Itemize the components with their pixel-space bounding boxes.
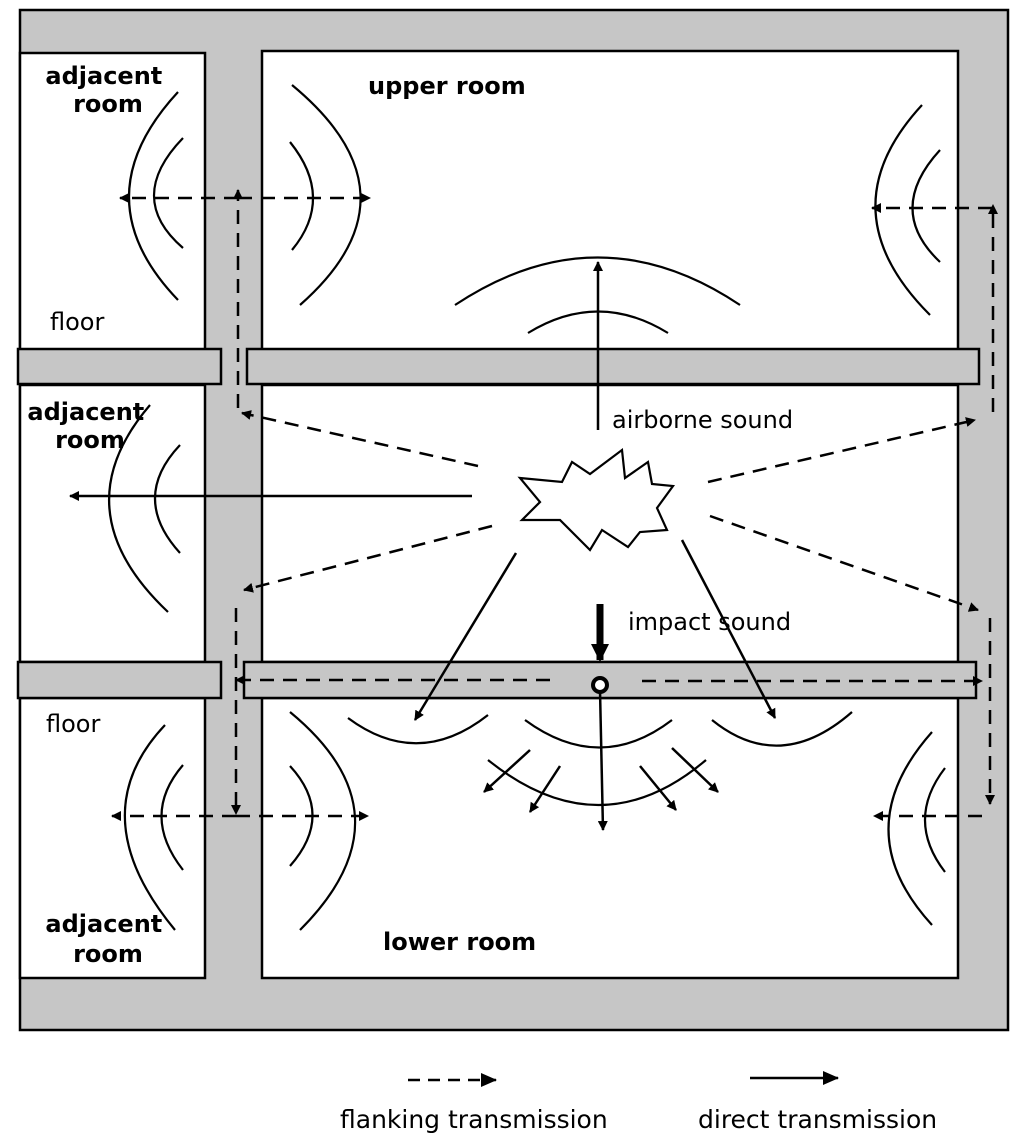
label-adjacent-room-bottom: adjacent room bbox=[45, 910, 170, 968]
label-floor-lower: floor bbox=[46, 710, 100, 738]
floor-slab-upper-left bbox=[16, 347, 223, 386]
label-floor-upper: floor bbox=[50, 308, 104, 336]
upper-room bbox=[260, 49, 960, 352]
label-adjacent-room-mid: adjacent room bbox=[27, 398, 152, 454]
label-lower-room: lower room bbox=[383, 928, 536, 956]
adjacent-room-top bbox=[18, 51, 207, 352]
adjacent-room-bottom bbox=[18, 696, 207, 980]
label-adjacent-room-top: adjacent room bbox=[45, 62, 170, 118]
label-airborne-sound: airborne sound bbox=[612, 406, 793, 434]
legend-direct-label: direct transmission bbox=[698, 1105, 937, 1134]
label-impact-sound: impact sound bbox=[628, 608, 791, 636]
sound-source-burst bbox=[517, 447, 676, 552]
lower-room bbox=[260, 696, 960, 980]
legend-flanking-label: flanking transmission bbox=[340, 1105, 608, 1134]
legend: flanking transmission direct transmissio… bbox=[340, 1071, 937, 1134]
floor-slab-lower-left bbox=[16, 660, 223, 700]
label-upper-room: upper room bbox=[368, 72, 526, 100]
floor-slab-upper bbox=[245, 347, 981, 386]
direct-transmission-arrows bbox=[69, 261, 777, 831]
flanking-transmission-arrows bbox=[111, 189, 998, 821]
impact-point bbox=[591, 676, 609, 694]
